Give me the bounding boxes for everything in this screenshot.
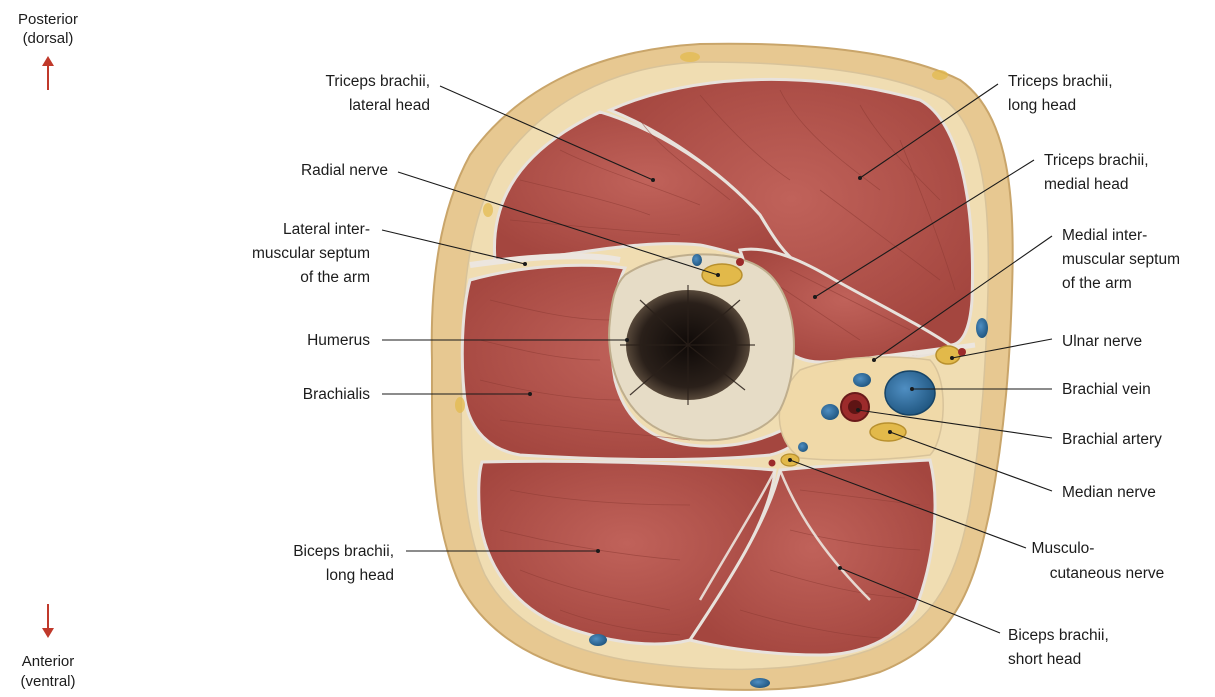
svg-text:long head: long head	[1008, 97, 1076, 114]
orientation-posterior-sublabel: (dorsal)	[23, 30, 74, 47]
svg-text:Medial inter-: Medial inter-	[1062, 227, 1147, 244]
orientation-anterior-sublabel: (ventral)	[20, 673, 75, 690]
small-vein-3	[798, 442, 808, 452]
svg-text:Musculo-: Musculo-	[1032, 540, 1095, 557]
arm-cross-section	[432, 44, 1013, 690]
orientation-posterior: Posterior (dorsal)	[18, 11, 78, 90]
svg-text:Triceps brachii,: Triceps brachii,	[1008, 73, 1113, 90]
humerus-bone	[609, 254, 794, 440]
svg-text:Triceps brachii,: Triceps brachii,	[325, 73, 430, 90]
arrow-up-icon	[42, 56, 54, 66]
svg-text:medial head: medial head	[1044, 176, 1128, 193]
svg-text:Triceps brachii,: Triceps brachii,	[1044, 152, 1149, 169]
svg-text:Lateral inter-: Lateral inter-	[283, 221, 370, 238]
svg-text:muscular septum: muscular septum	[1062, 251, 1180, 268]
svg-text:Radial nerve: Radial nerve	[301, 162, 388, 179]
svg-text:Median nerve: Median nerve	[1062, 484, 1156, 501]
ulnar-collateral-artery	[958, 348, 966, 356]
svg-text:of the arm: of the arm	[1062, 275, 1132, 292]
fat-lobule	[680, 52, 700, 62]
fat-lobule	[932, 70, 948, 80]
svg-text:Ulnar nerve: Ulnar nerve	[1062, 333, 1142, 350]
orientation-anterior-label: Anterior	[22, 653, 75, 670]
svg-text:Brachialis: Brachialis	[303, 386, 370, 403]
fat-lobule	[483, 203, 493, 217]
ulnar-nerve-shape	[936, 346, 960, 364]
fat-lobule	[455, 397, 465, 413]
small-vein-1	[853, 373, 871, 387]
svg-text:long head: long head	[326, 567, 394, 584]
small-vein-2	[821, 404, 839, 420]
brachial-vein-shape	[885, 371, 935, 415]
svg-text:of the arm: of the arm	[300, 269, 370, 286]
svg-text:Biceps brachii,: Biceps brachii,	[293, 543, 394, 560]
svg-text:Humerus: Humerus	[307, 332, 370, 349]
superficial-vein	[976, 318, 988, 338]
superficial-vein	[750, 678, 770, 688]
svg-text:cutaneous nerve: cutaneous nerve	[1050, 565, 1165, 582]
orientation-anterior: Anterior (ventral)	[20, 604, 75, 690]
svg-text:lateral head: lateral head	[349, 97, 430, 114]
superficial-vein	[589, 634, 607, 646]
svg-text:Biceps brachii,: Biceps brachii,	[1008, 627, 1109, 644]
svg-text:short head: short head	[1008, 651, 1081, 668]
orientation-posterior-label: Posterior	[18, 11, 78, 28]
svg-text:Brachial artery: Brachial artery	[1062, 431, 1162, 448]
svg-text:muscular septum: muscular septum	[252, 245, 370, 262]
svg-text:Brachial vein: Brachial vein	[1062, 381, 1151, 398]
arrow-down-icon	[42, 628, 54, 638]
